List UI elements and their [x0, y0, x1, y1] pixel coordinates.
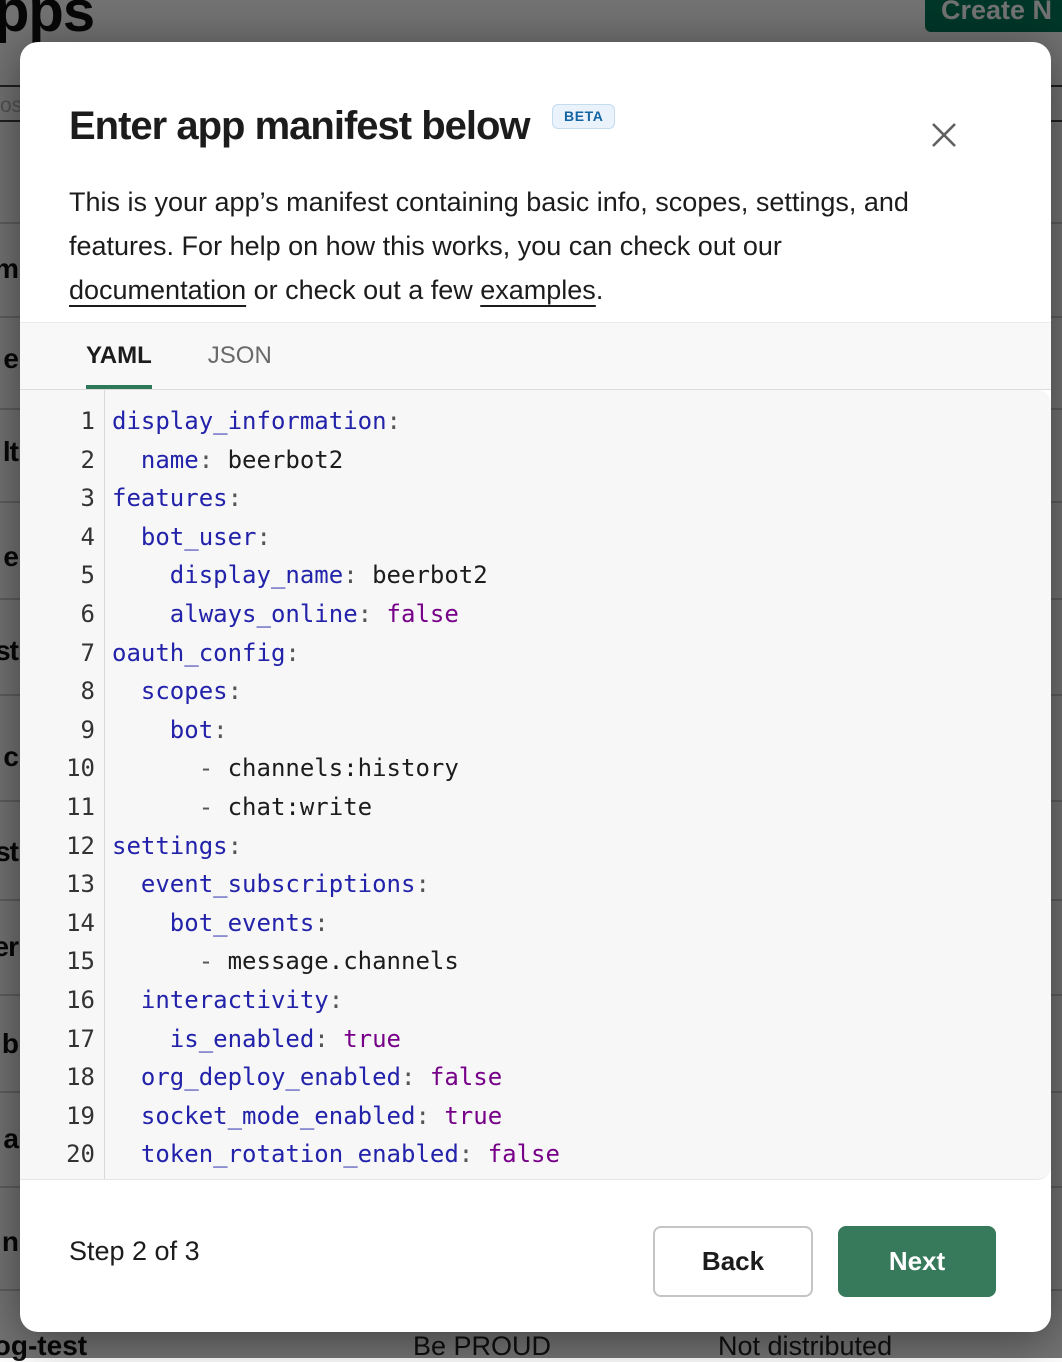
code-line[interactable]: 10 - channels:history [20, 749, 1051, 788]
code-line-content: socket_mode_enabled: true [95, 1097, 502, 1136]
description-text: features. For help on how this works, yo… [69, 231, 782, 261]
app-manifest-modal: Enter app manifest below BETA This is yo… [20, 42, 1051, 1332]
code-line-content: settings: [95, 827, 242, 866]
code-line[interactable]: 11 - chat:write [20, 788, 1051, 827]
code-line-content: bot: [95, 711, 228, 750]
line-number: 12 [20, 827, 95, 866]
code-line[interactable]: 18 org_deploy_enabled: false [20, 1058, 1051, 1097]
code-line-content: token_rotation_enabled: false [95, 1135, 560, 1174]
code-line[interactable]: 8 scopes: [20, 672, 1051, 711]
code-line[interactable]: 2 name: beerbot2 [20, 441, 1051, 480]
examples-link[interactable]: examples [480, 275, 596, 305]
line-number: 18 [20, 1058, 95, 1097]
line-number: 1 [20, 402, 95, 441]
code-line[interactable]: 17 is_enabled: true [20, 1020, 1051, 1059]
code-line-content: - message.channels [95, 942, 459, 981]
description-text: This is your app’s manifest containing b… [69, 187, 909, 217]
line-number: 17 [20, 1020, 95, 1059]
code-line-content: org_deploy_enabled: false [95, 1058, 502, 1097]
code-line-content: always_online: false [95, 595, 459, 634]
description-line: This is your app’s manifest containing b… [69, 180, 991, 224]
line-number: 11 [20, 788, 95, 827]
line-number: 20 [20, 1135, 95, 1174]
code-line[interactable]: 4 bot_user: [20, 518, 1051, 557]
modal-footer: Step 2 of 3 Back Next [20, 1180, 1051, 1332]
code-line-content: is_enabled: true [95, 1020, 401, 1059]
line-number: 6 [20, 595, 95, 634]
line-number: 16 [20, 981, 95, 1020]
tab-json[interactable]: JSON [208, 323, 272, 389]
tab-yaml[interactable]: YAML [86, 323, 152, 389]
line-number: 10 [20, 749, 95, 788]
code-line-content: display_name: beerbot2 [95, 556, 488, 595]
code-line[interactable]: 6 always_online: false [20, 595, 1051, 634]
description-text: or check out a few [246, 275, 480, 305]
line-number: 9 [20, 711, 95, 750]
code-line-content: - channels:history [95, 749, 459, 788]
documentation-link[interactable]: documentation [69, 275, 246, 305]
line-number: 5 [20, 556, 95, 595]
description-line: features. For help on how this works, yo… [69, 224, 991, 268]
beta-badge: BETA [552, 104, 615, 129]
line-number: 2 [20, 441, 95, 480]
modal-header: Enter app manifest below BETA [69, 100, 1002, 160]
step-indicator: Step 2 of 3 [69, 1236, 200, 1267]
line-number: 15 [20, 942, 95, 981]
line-number: 19 [20, 1097, 95, 1136]
close-button[interactable] [922, 114, 966, 158]
code-line-content: scopes: [95, 672, 242, 711]
code-line-content: oauth_config: [95, 634, 300, 673]
line-number: 8 [20, 672, 95, 711]
code-line[interactable]: 5 display_name: beerbot2 [20, 556, 1051, 595]
line-number: 13 [20, 865, 95, 904]
code-line[interactable]: 19 socket_mode_enabled: true [20, 1097, 1051, 1136]
line-number: 4 [20, 518, 95, 557]
back-button[interactable]: Back [653, 1226, 813, 1297]
code-line-content: display_information: [95, 402, 401, 441]
line-number: 7 [20, 634, 95, 673]
description-line: documentation or check out a few example… [69, 268, 991, 312]
code-line[interactable]: 13 event_subscriptions: [20, 865, 1051, 904]
code-line[interactable]: 16 interactivity: [20, 981, 1051, 1020]
code-line[interactable]: 14 bot_events: [20, 904, 1051, 943]
code-line-content: interactivity: [95, 981, 343, 1020]
close-icon [929, 120, 959, 153]
code-line-content: bot_user: [95, 518, 271, 557]
tab-bar: YAML JSON [20, 322, 1051, 390]
code-line[interactable]: 15 - message.channels [20, 942, 1051, 981]
code-line-content: - chat:write [95, 788, 372, 827]
code-line[interactable]: 20 token_rotation_enabled: false [20, 1135, 1051, 1174]
line-number: 14 [20, 904, 95, 943]
description-text: . [596, 275, 604, 305]
code-line-content: name: beerbot2 [95, 441, 343, 480]
code-line-content: features: [95, 479, 242, 518]
code-line-content: bot_events: [95, 904, 329, 943]
modal-description: This is your app’s manifest containing b… [69, 180, 991, 312]
line-number: 3 [20, 479, 95, 518]
modal-title: Enter app manifest below [69, 100, 530, 152]
code-line-content: event_subscriptions: [95, 865, 430, 904]
code-line[interactable]: 9 bot: [20, 711, 1051, 750]
next-button[interactable]: Next [838, 1226, 996, 1297]
